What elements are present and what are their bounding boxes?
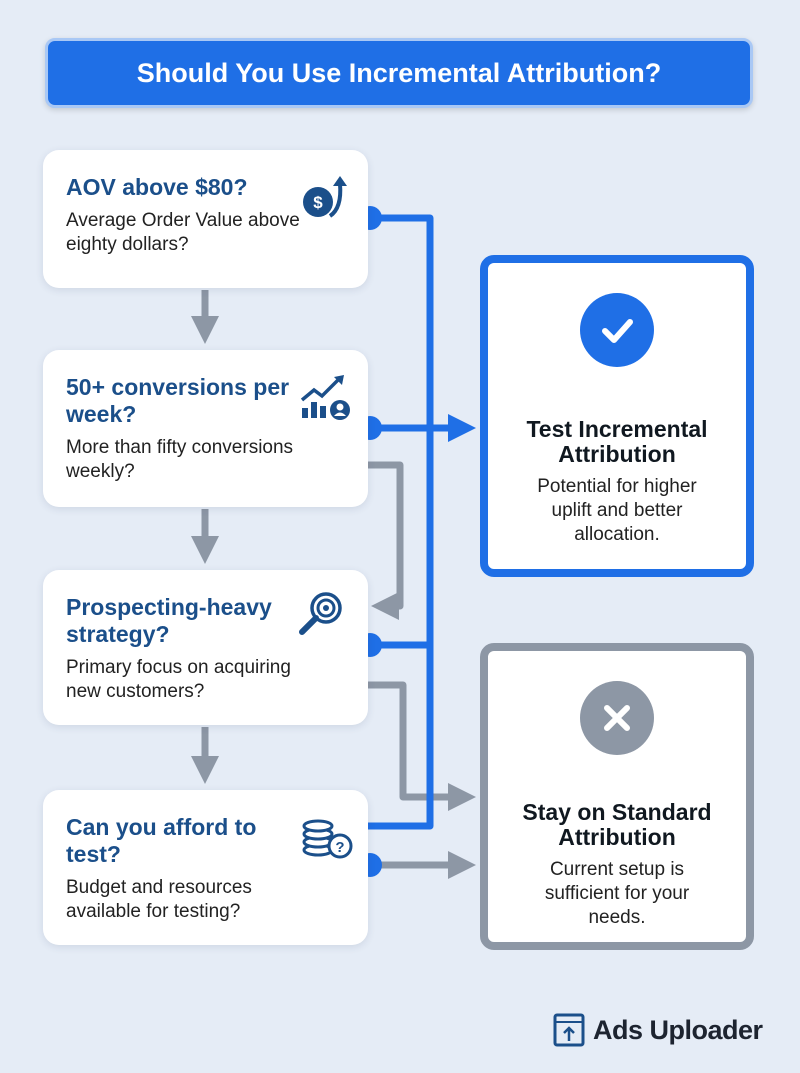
yes-q4 [368,645,434,830]
question-title: AOV above $80? [66,174,248,200]
dollar-up-icon: $ [303,176,347,218]
yes-q1 [370,214,434,428]
question-title: 50+ conversions per week? [66,374,290,427]
no-q3-to-stay [368,681,476,811]
question-title: Can you afford to test? [66,814,257,867]
title-banner: Should You Use Incremental Attribution? [45,38,753,108]
outcome-title: Stay on Standard Attribution [522,799,712,850]
brand-name: Ads Uploader [593,1014,763,1045]
upload-box-icon [553,1013,585,1047]
brand-logo: Ads Uploader [553,1013,763,1047]
question-card-prospecting: Prospecting-heavy strategy? Primary focu… [43,570,368,725]
no-q2-to-q3 [368,461,404,620]
question-desc: More than fifty conversions weekly? [66,437,294,482]
svg-text:$: $ [313,193,323,212]
coins-question-icon: ? [302,819,353,859]
outcome-desc: Current setup is sufficient for your nee… [544,859,690,928]
outcome-test-incremental: Test Incremental Attribution Potential f… [480,255,754,577]
outcome-desc: Potential for higher uplift and better a… [537,476,697,545]
question-card-afford: Can you afford to test? Budget and resou… [43,790,368,945]
outcome-stay-standard: Stay on Standard Attribution Current set… [480,643,754,950]
check-circle-icon [580,293,654,367]
question-desc: Primary focus on acquiring new customers… [66,657,291,702]
chart-user-icon [300,375,350,420]
question-card-aov: AOV above $80? Average Order Value above… [43,150,368,288]
question-desc: Budget and resources available for testi… [66,877,252,922]
svg-text:?: ? [335,839,344,856]
x-circle-icon [580,681,654,755]
question-desc: Average Order Value above eighty dollars… [66,210,300,255]
question-title: Prospecting-heavy strategy? [66,594,272,647]
page-title: Should You Use Incremental Attribution? [136,57,662,88]
question-card-conversions: 50+ conversions per week? More than fift… [43,350,368,507]
magnifier-target-icon [299,592,342,635]
outcome-title: Test Incremental Attribution [526,416,708,467]
